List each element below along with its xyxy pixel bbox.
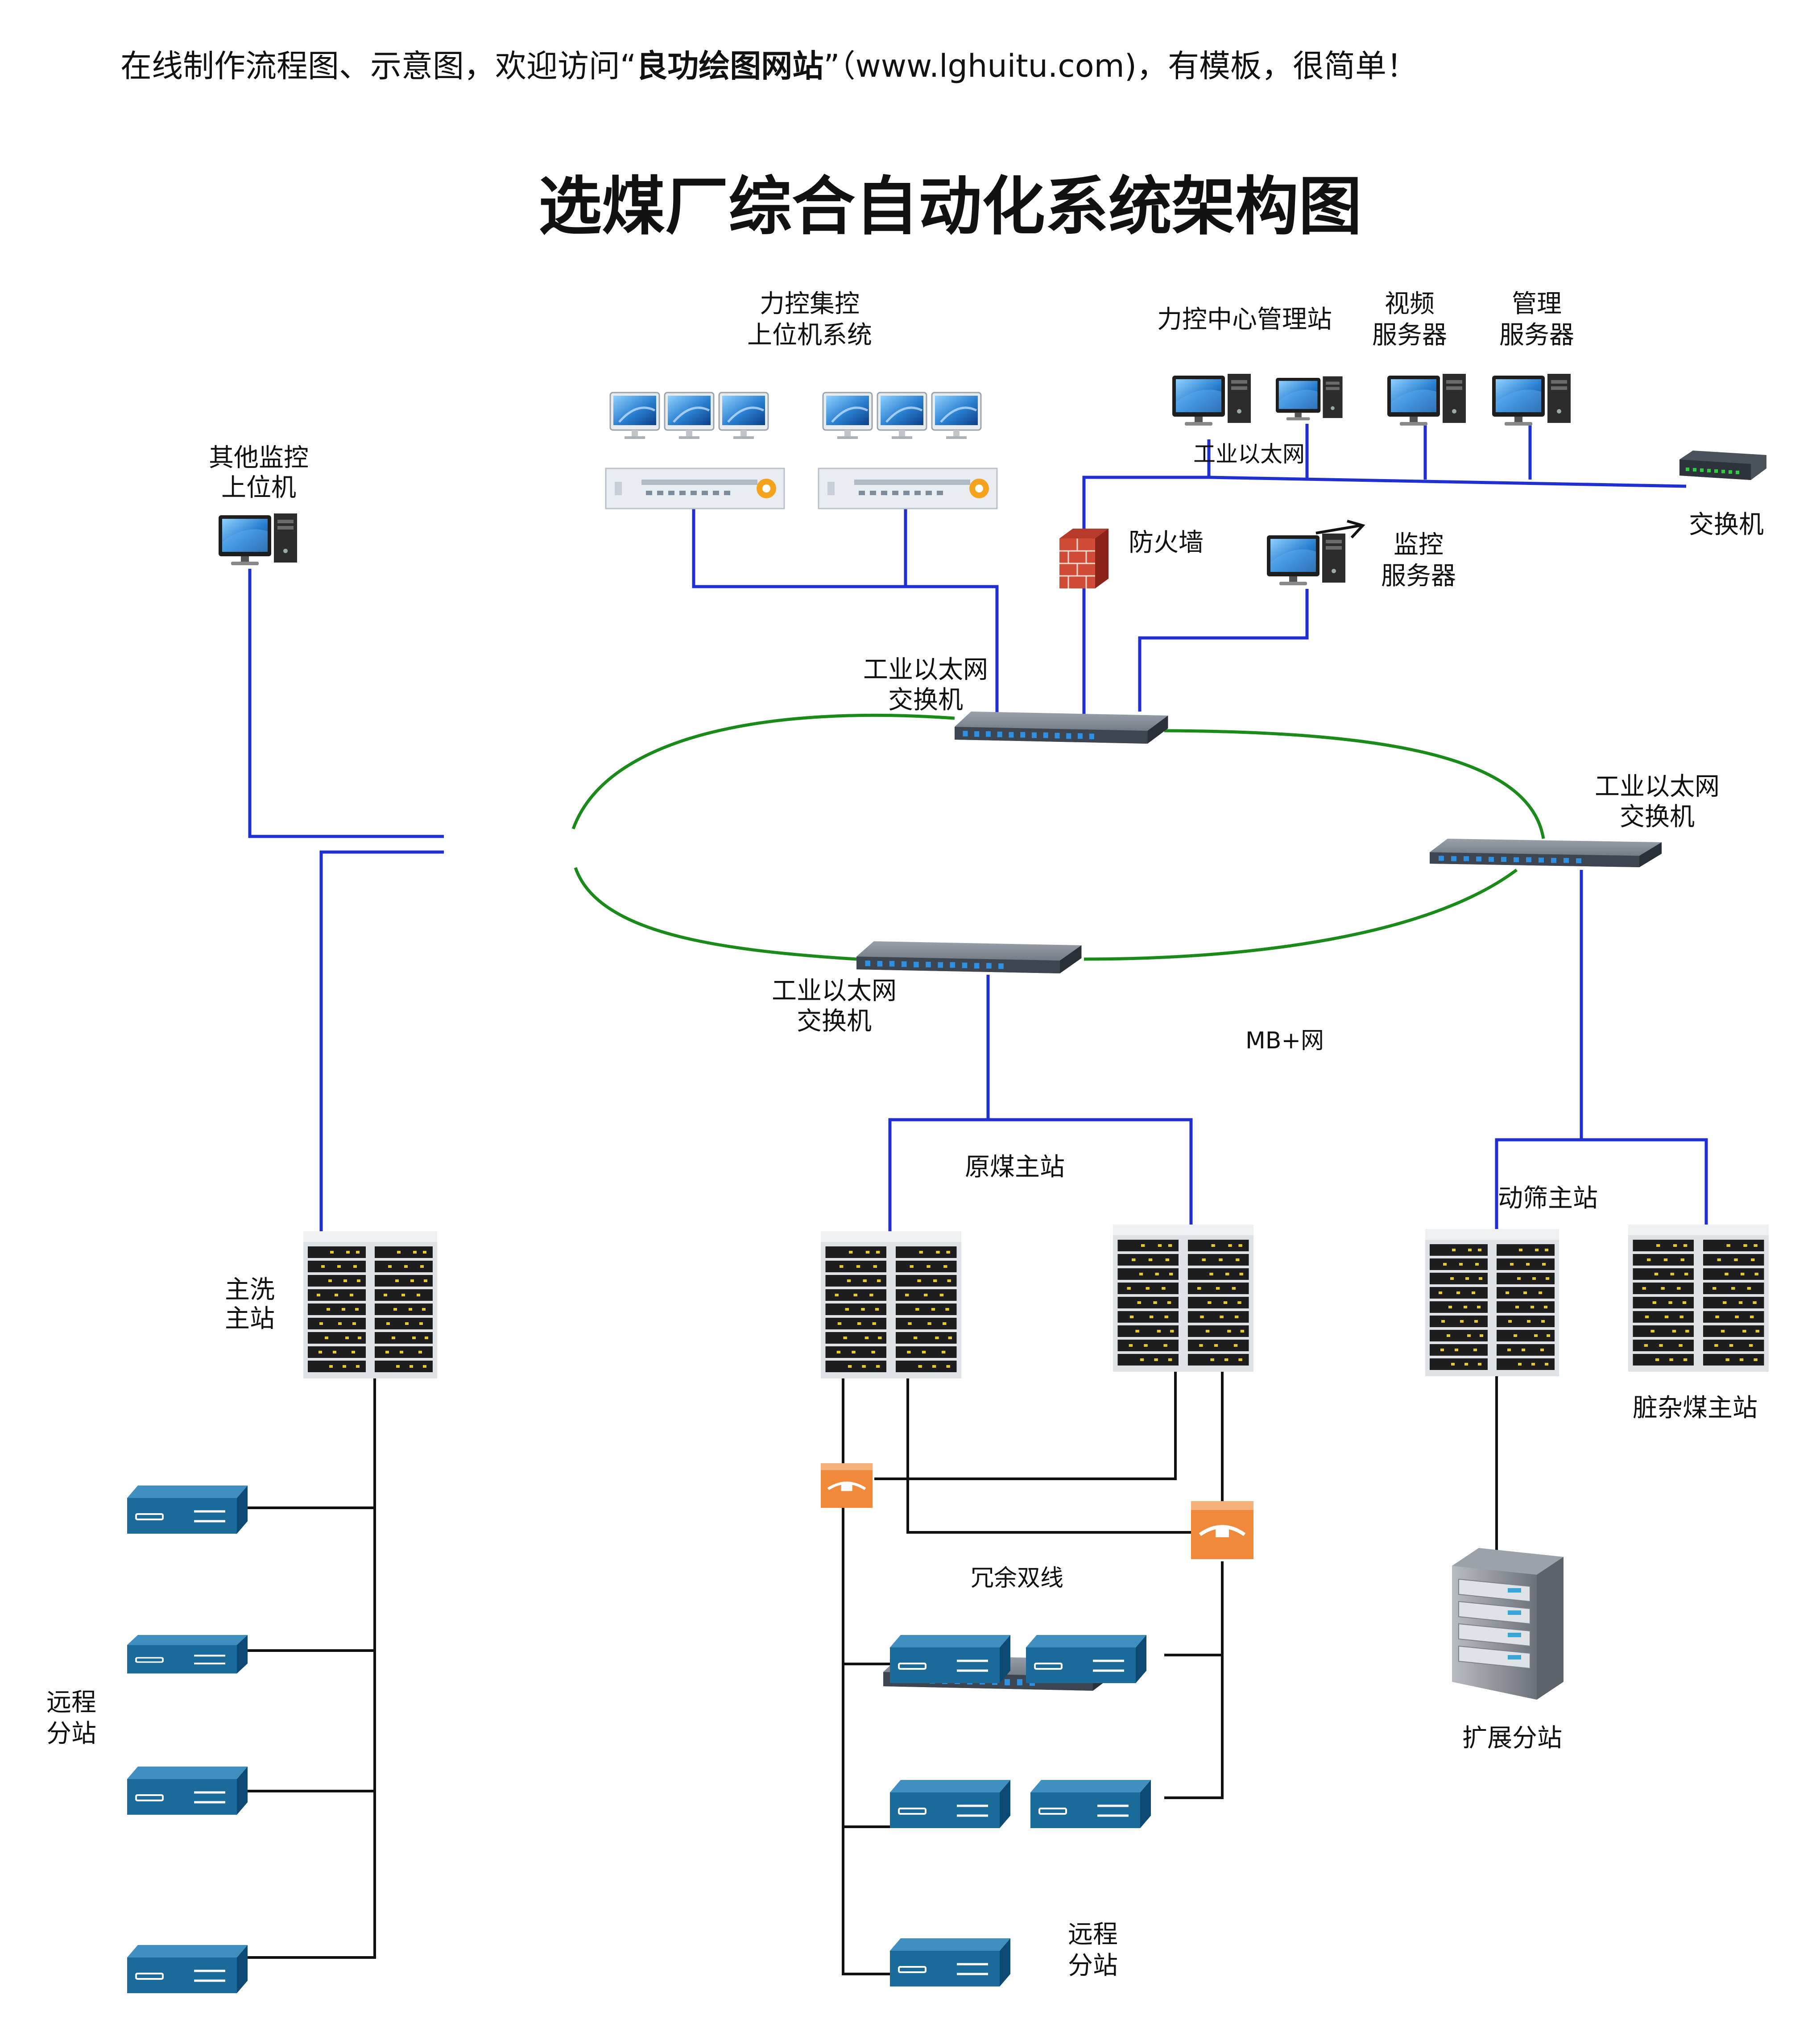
center-mgmt-pc-2[interactable] xyxy=(1276,376,1343,421)
ring-switch-top-label-1: 工业以太网 xyxy=(863,655,988,684)
dirty-coal-station-rack[interactable] xyxy=(1628,1225,1769,1372)
lk-upper-label-1: 力控集控 xyxy=(760,290,860,319)
ring-switch-right[interactable] xyxy=(1430,839,1662,867)
upper-pc-1[interactable] xyxy=(610,393,659,439)
center-mgmt-label: 力控中心管理站 xyxy=(1157,305,1332,334)
screen-station-rack[interactable] xyxy=(1425,1229,1559,1376)
banner-suffix: ”（www.lghuitu.com)，有模板，很简单！ xyxy=(823,48,1418,84)
center-mgmt-pc-1[interactable] xyxy=(1172,374,1251,426)
raw-coal-rack-1[interactable] xyxy=(821,1231,961,1378)
mgmt-server-label-1: 管理 xyxy=(1512,290,1562,319)
ring-links xyxy=(571,713,1545,961)
video-server-icon[interactable] xyxy=(1387,374,1466,426)
banner-prefix: 在线制作流程图、示意图，欢迎访问“ xyxy=(120,48,636,84)
upper-pc-3[interactable] xyxy=(719,393,768,439)
mid-remote-station-5[interactable] xyxy=(890,1938,1010,1986)
ring-switch-bottom-label-2: 交换机 xyxy=(797,1007,872,1036)
dirty-coal-station-label: 脏杂煤主站 xyxy=(1633,1394,1758,1423)
monitor-server-label-2: 服务器 xyxy=(1381,562,1456,591)
repeater-left[interactable] xyxy=(821,1463,873,1508)
other-monitor-label-1: 其他监控 xyxy=(209,443,309,472)
repeater-right[interactable] xyxy=(1191,1501,1253,1559)
left-remote-label-1: 远程 xyxy=(46,1688,96,1717)
mb-network-label: MB+网 xyxy=(1245,1027,1324,1054)
screen-station-label: 动筛主站 xyxy=(1498,1184,1598,1213)
ring-switch-top-label-2: 交换机 xyxy=(888,686,963,715)
raw-coal-station-label: 原煤主站 xyxy=(965,1153,1065,1182)
banner-brand[interactable]: 良功绘图网站 xyxy=(636,48,823,84)
lk-upper-label-2: 上位机系统 xyxy=(747,321,872,350)
left-remote-station-4[interactable] xyxy=(127,1945,248,1993)
expansion-server-icon[interactable] xyxy=(1452,1548,1564,1700)
left-remote-station-3[interactable] xyxy=(127,1767,248,1815)
main-wash-label-2: 主站 xyxy=(225,1304,275,1333)
video-server-label-1: 视频 xyxy=(1385,290,1435,319)
mid-remote-station-1[interactable] xyxy=(890,1635,1010,1683)
mid-remote-label-2: 分站 xyxy=(1068,1951,1118,1980)
mid-remote-station-3[interactable] xyxy=(890,1780,1010,1828)
ring-switch-bottom-label-1: 工业以太网 xyxy=(772,977,897,1006)
main-wash-station-rack[interactable] xyxy=(303,1231,437,1378)
ethernet-links xyxy=(248,424,1708,1231)
mid-remote-station-4[interactable] xyxy=(1030,1780,1151,1828)
monitor-server-icon[interactable] xyxy=(1267,534,1345,585)
upper-pc-4[interactable] xyxy=(823,393,872,439)
monitor-server-label-1: 监控 xyxy=(1394,530,1444,559)
left-remote-station-2[interactable] xyxy=(127,1635,248,1673)
upper-controller-2[interactable] xyxy=(818,468,998,509)
lk-upper-system[interactable] xyxy=(605,393,998,509)
top-banner: 在线制作流程图、示意图，欢迎访问“良功绘图网站”（www.lghuitu.com… xyxy=(120,48,1418,84)
mid-remote-label-1: 远程 xyxy=(1068,1920,1118,1949)
expansion-station-label: 扩展分站 xyxy=(1462,1724,1562,1753)
upper-controller-1[interactable] xyxy=(605,468,785,509)
diagram-title: 选煤厂综合自动化系统架构图 xyxy=(538,170,1362,244)
other-monitor-pc-icon[interactable] xyxy=(219,513,297,565)
ring-switch-bottom[interactable] xyxy=(856,941,1082,973)
raw-coal-rack-2[interactable] xyxy=(1113,1225,1253,1372)
mgmt-server-label-2: 服务器 xyxy=(1499,321,1574,350)
ring-switch-right-label-1: 工业以太网 xyxy=(1595,772,1720,801)
upper-pc-2[interactable] xyxy=(665,393,714,439)
cursor-icon xyxy=(1315,520,1365,539)
firewall-icon[interactable] xyxy=(1059,529,1109,588)
fieldbus-links xyxy=(248,1365,1498,1975)
office-switch-label: 交换机 xyxy=(1689,510,1764,539)
office-lan-label: 工业以太网 xyxy=(1193,441,1305,467)
other-monitor-label-2: 上位机 xyxy=(221,473,296,502)
upper-pc-5[interactable] xyxy=(877,393,927,439)
ring-switch-right-label-2: 交换机 xyxy=(1620,803,1695,832)
office-switch-icon[interactable] xyxy=(1679,451,1766,480)
mid-remote-station-2[interactable] xyxy=(1026,1635,1146,1683)
redundant-line-label: 冗余双线 xyxy=(971,1565,1063,1592)
left-remote-station-1[interactable] xyxy=(127,1486,248,1534)
firewall-label: 防火墙 xyxy=(1129,528,1204,557)
management-server-icon[interactable] xyxy=(1492,374,1571,426)
left-remote-label-2: 分站 xyxy=(46,1719,96,1748)
main-wash-label-1: 主洗 xyxy=(225,1275,275,1304)
ring-switch-top[interactable] xyxy=(955,712,1168,744)
upper-pc-6[interactable] xyxy=(932,393,981,439)
video-server-label-2: 服务器 xyxy=(1372,321,1447,350)
